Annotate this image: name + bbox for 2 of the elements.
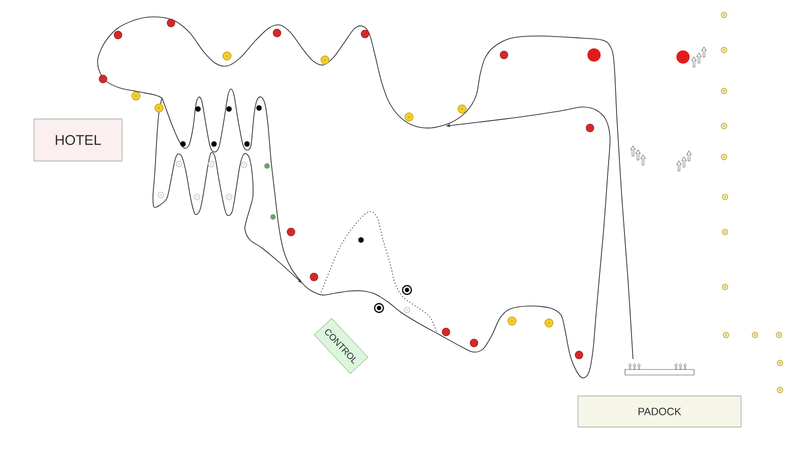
label-box: HOTEL xyxy=(34,118,122,162)
label-box: PADOCK xyxy=(578,396,742,428)
